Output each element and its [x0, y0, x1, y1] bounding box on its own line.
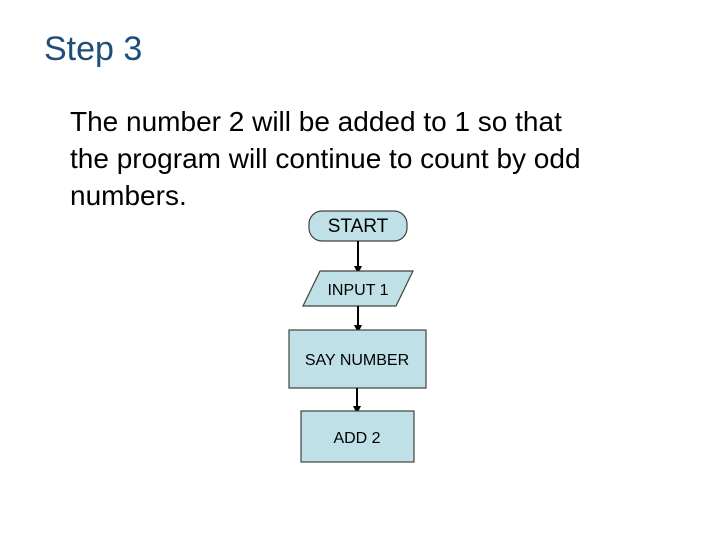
body-line-2: the program will continue to count by od… [70, 143, 581, 174]
say-number-label: SAY NUMBER [305, 352, 409, 369]
add-2-shape [300, 410, 415, 463]
start-label: START [328, 216, 389, 237]
slide-title: Step 3 [44, 30, 143, 68]
input-label: INPUT 1 [327, 282, 388, 299]
flow-node-start: START [308, 210, 408, 242]
input-shape [302, 270, 414, 307]
flow-node-add-2: ADD 2 [300, 410, 415, 463]
add-2-label: ADD 2 [333, 430, 380, 447]
body-line-3: numbers. [70, 180, 187, 211]
slide-body-text: The number 2 will be added to 1 so that … [70, 103, 670, 214]
body-line-1: The number 2 will be added to 1 so that [70, 106, 562, 137]
say-number-shape [288, 329, 427, 389]
flow-node-input: INPUT 1 [302, 270, 414, 307]
flow-node-say-number: SAY NUMBER [288, 329, 427, 389]
